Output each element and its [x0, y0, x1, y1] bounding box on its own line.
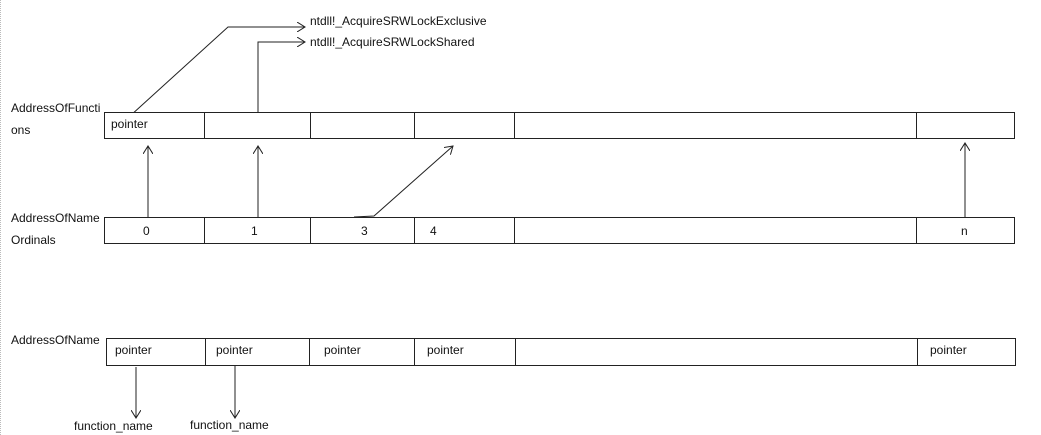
ordinals-array: 0 1 3 4 n	[104, 217, 1015, 244]
names-cell-0: pointer	[107, 339, 206, 365]
function-name-label-0: function_name	[74, 419, 153, 433]
function-name-label-1: function_name	[190, 418, 269, 432]
ordinals-cell-1-text: 1	[251, 224, 258, 238]
ordinals-cell-2-text: 3	[361, 224, 368, 238]
functions-cell-2	[311, 113, 415, 138]
names-cell-2: pointer	[310, 339, 415, 365]
functions-array: pointer	[104, 112, 1015, 139]
functions-cell-5	[917, 113, 1014, 138]
functions-cell-4	[515, 113, 917, 138]
arrow-pointer-to-exclusive	[129, 27, 305, 117]
functions-cell-0-text: pointer	[111, 117, 148, 131]
ordinals-cell-5-text: n	[961, 224, 968, 238]
ordinals-cell-0: 0	[105, 218, 205, 243]
names-cell-3-text: pointer	[427, 343, 464, 357]
names-row-label: AddressOfName	[11, 333, 100, 347]
names-cell-0-text: pointer	[115, 343, 152, 357]
names-cell-5-text: pointer	[930, 343, 967, 357]
functions-cell-3	[415, 113, 515, 138]
ordinals-cell-4	[515, 218, 917, 243]
names-array: pointer pointer pointer pointer pointer	[106, 338, 1016, 366]
functions-cell-0: pointer	[105, 113, 205, 138]
ordinals-cell-3-text: 4	[430, 224, 437, 238]
target-exclusive-label: ntdll!_AcquireSRWLockExclusive	[310, 14, 487, 28]
names-cell-4	[516, 339, 918, 365]
names-cell-1: pointer	[206, 339, 310, 365]
ordinals-cell-1: 1	[205, 218, 311, 243]
ordinals-row-label-line2: Ordinals	[11, 233, 56, 247]
functions-row-label-line2: ons	[11, 123, 31, 137]
functions-row-label-line1: AddressOfFuncti	[11, 101, 101, 115]
ordinals-cell-3: 4	[415, 218, 515, 243]
names-cell-3: pointer	[415, 339, 516, 365]
names-cell-5: pointer	[918, 339, 1015, 365]
ordinals-cell-5: n	[917, 218, 1014, 243]
names-cell-2-text: pointer	[324, 343, 361, 357]
target-shared-label: ntdll!_AcquireSRWLockShared	[310, 35, 475, 49]
functions-cell-1	[205, 113, 311, 138]
arrow-ordinal-3-to-functions	[353, 146, 453, 218]
ordinals-cell-2: 3	[311, 218, 415, 243]
names-cell-1-text: pointer	[216, 343, 253, 357]
page-left-border	[0, 0, 4, 435]
ordinals-row-label-line1: AddressOfName	[11, 211, 100, 225]
ordinals-cell-0-text: 0	[143, 224, 150, 238]
arrow-cell1-to-shared	[257, 42, 305, 124]
